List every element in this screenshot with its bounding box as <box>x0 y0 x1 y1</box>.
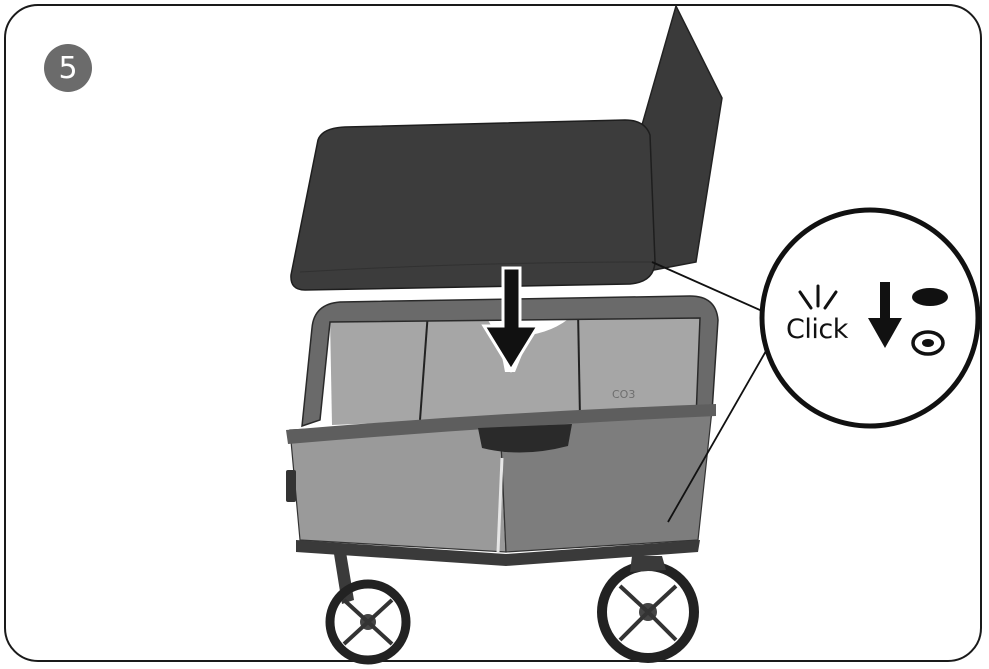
rear-wheel-mount <box>630 556 666 572</box>
click-label: Click <box>786 314 848 345</box>
solid-dot-icon <box>912 288 948 306</box>
brand-mark: CO3 <box>612 388 635 401</box>
wagon-handle-slot <box>478 424 572 453</box>
wagon-side-latch <box>286 470 296 502</box>
